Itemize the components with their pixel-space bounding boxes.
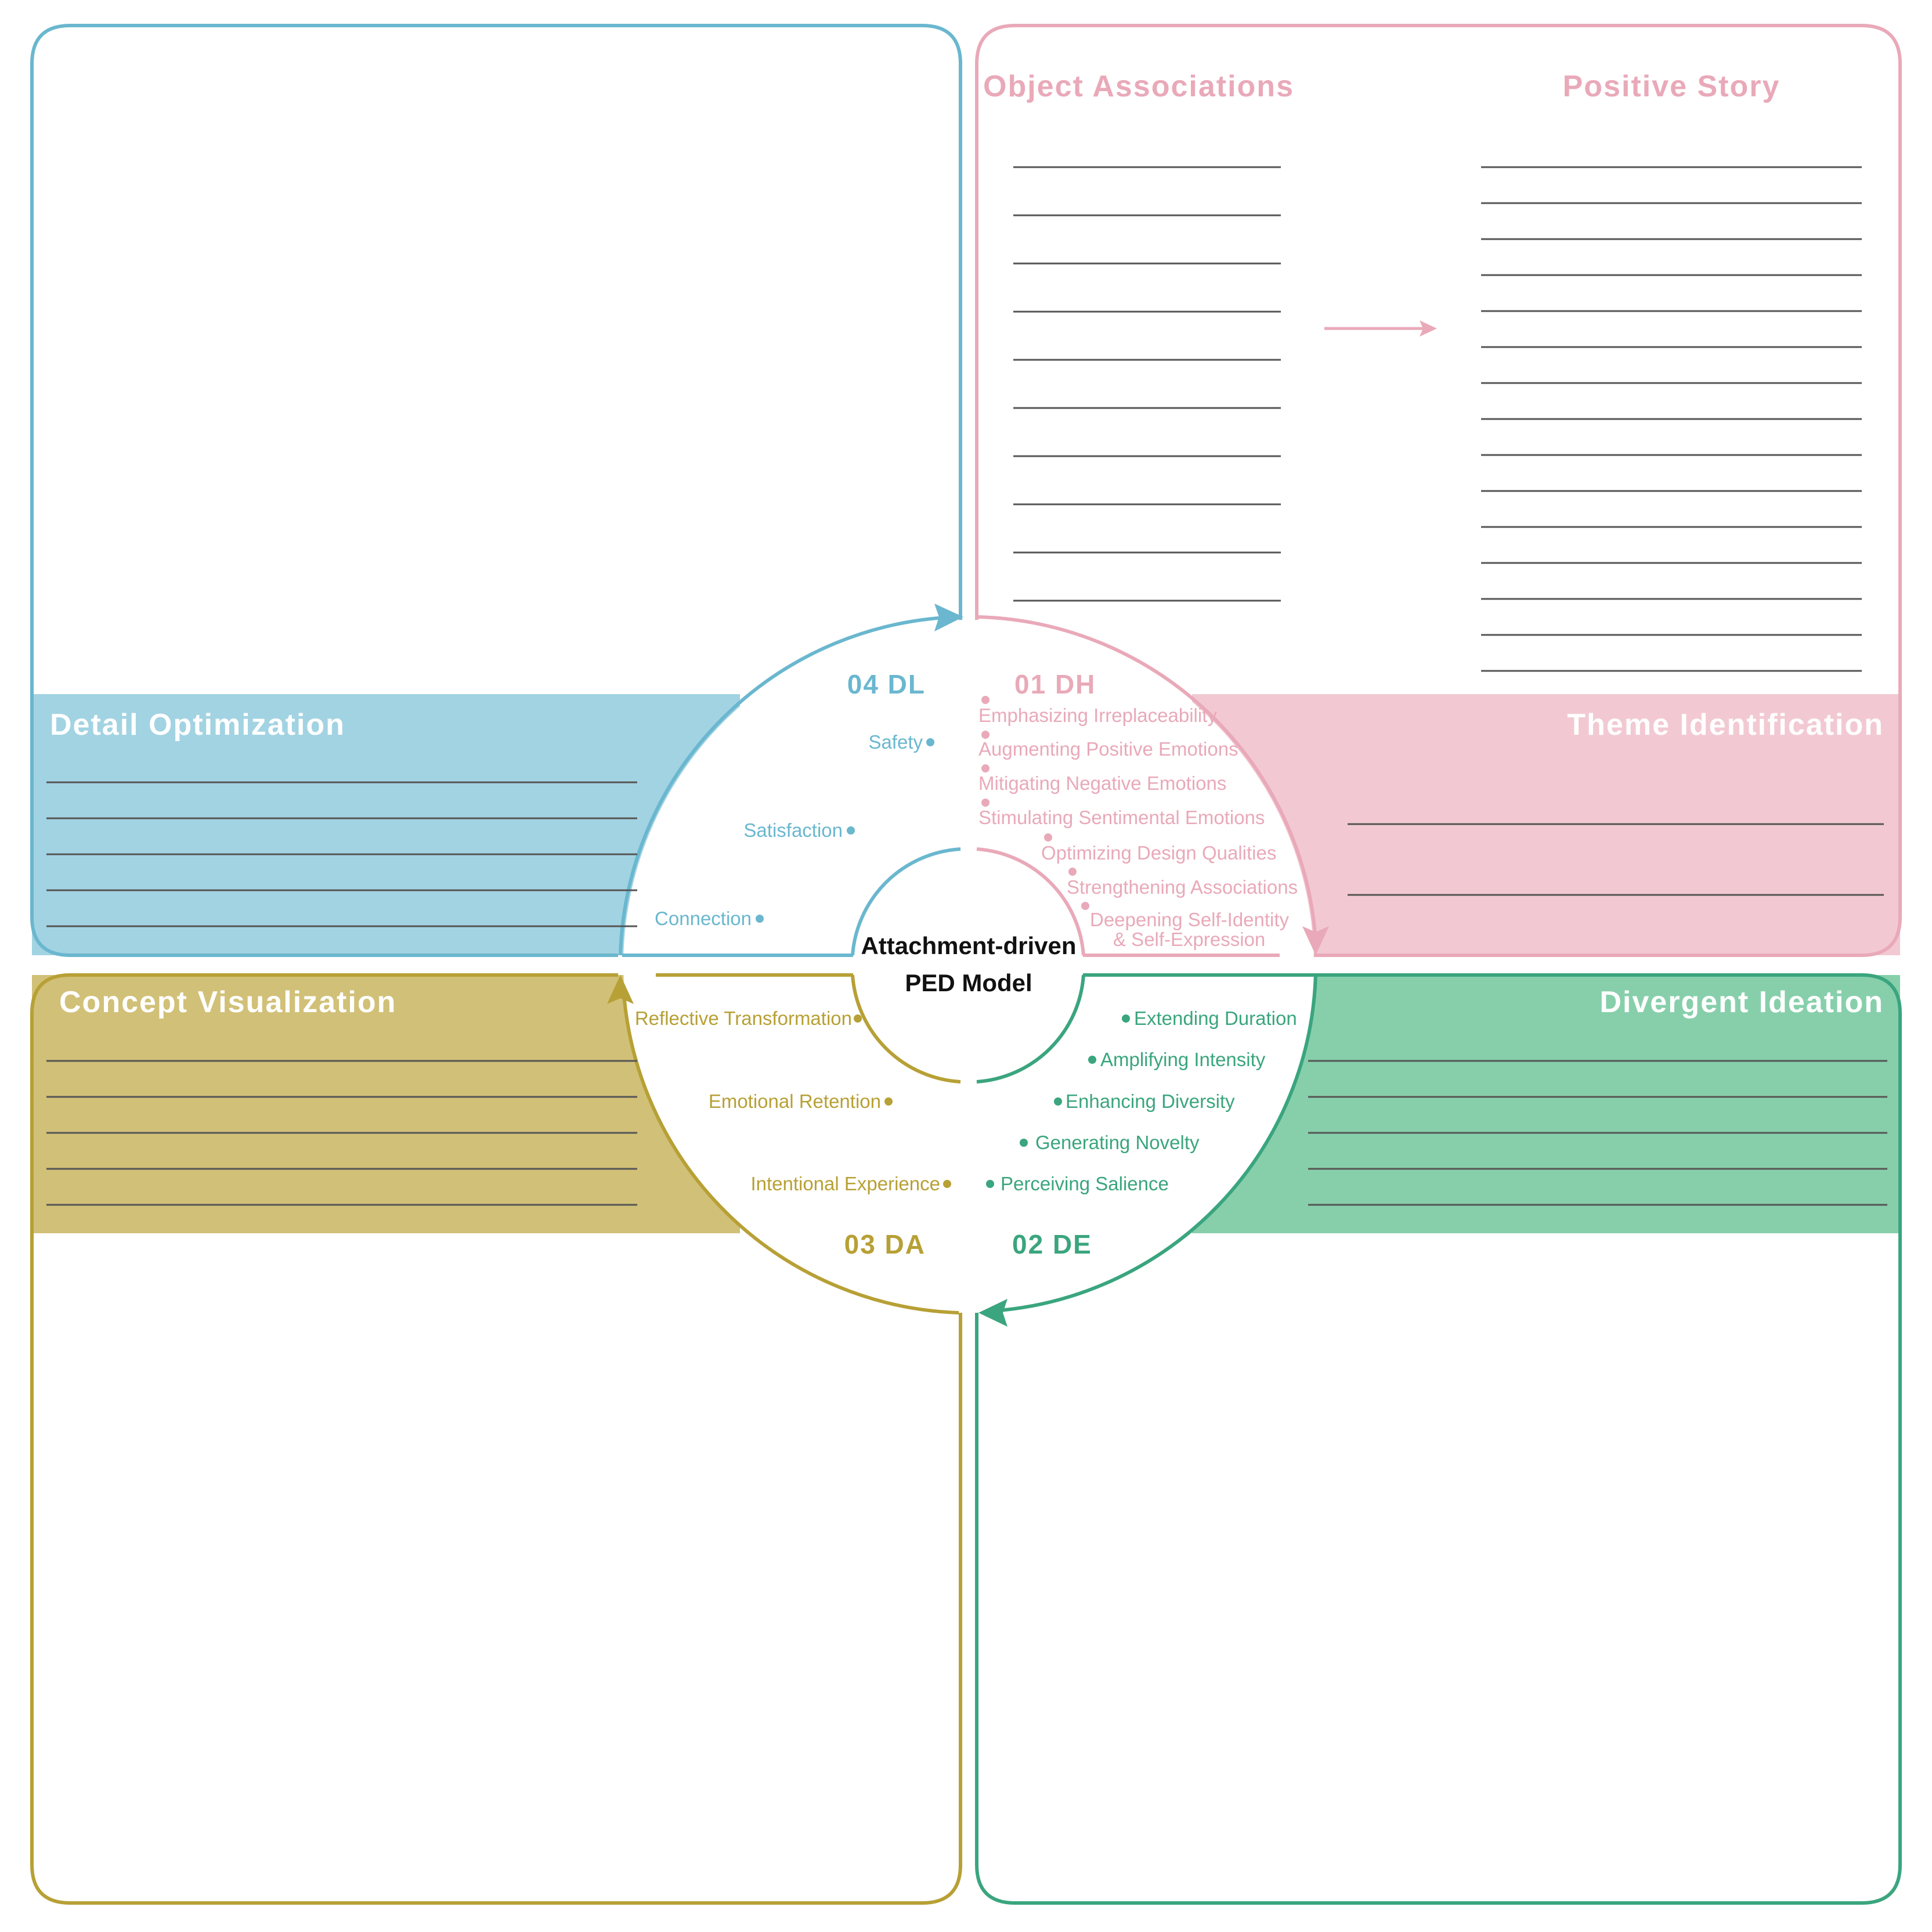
arc-dh [978, 615, 1317, 941]
stage-code-de: 02 DE [1012, 1229, 1092, 1259]
dl-item-connection: Connection [655, 908, 764, 929]
bullet-dot [884, 1097, 893, 1106]
bullet-dot [1044, 833, 1052, 842]
dl-item-label: Connection [655, 908, 752, 929]
detail-optimization-band [32, 694, 740, 955]
detail-optimization-lines [46, 781, 637, 927]
bullet-dot [854, 1014, 862, 1023]
dh-items: Emphasizing Irreplaceability Augmenting … [978, 696, 1298, 950]
gold-frame [30, 973, 962, 1905]
bullet-dot [1020, 1139, 1028, 1147]
de-item-amplifying-intensity: Amplifying Intensity [1088, 1049, 1266, 1070]
arrowhead-dl [934, 604, 963, 631]
de-item-label: Amplifying Intensity [1100, 1049, 1266, 1070]
outer-ring-backing [623, 620, 1314, 1310]
divergent-ideation-lines [1308, 1060, 1887, 1206]
concept-visualization-band [32, 975, 740, 1233]
positive-story-title: Positive Story [1563, 70, 1781, 103]
green-frame [975, 973, 1902, 1905]
bullet-dot [1054, 1097, 1062, 1106]
concept-visualization-title: Concept Visualization [59, 985, 396, 1019]
detail-optimization-title: Detail Optimization [50, 708, 345, 742]
de-item-label: Enhancing Diversity [1066, 1090, 1235, 1112]
bullet-dot [981, 799, 990, 807]
de-item-label: Extending Duration [1134, 1007, 1297, 1029]
stage-code-dl: 04 DL [847, 669, 926, 699]
bullet-dot [1088, 1056, 1096, 1064]
dl-item-label: Safety [868, 731, 923, 753]
divergent-ideation-title: Divergent Ideation [1599, 985, 1884, 1019]
inner-arc-dl [851, 847, 961, 956]
da-item-label: Emotional Retention [709, 1090, 881, 1112]
stage-code-da: 03 DA [844, 1229, 926, 1259]
bullet-dot [986, 1180, 994, 1188]
bullet-dot [847, 826, 855, 835]
inner-arc-de [976, 974, 1085, 1084]
dh-item-label: Optimizing Design Qualities [1041, 842, 1276, 864]
dh-item-label: Deepening Self-Identity [1090, 909, 1290, 930]
inner-arc-da [851, 974, 961, 1084]
association-to-story-arrowhead [1420, 320, 1437, 337]
blue-frame [30, 24, 962, 957]
da-item-intentional-experience: Intentional Experience [750, 1173, 951, 1194]
da-item-emotional-retention: Emotional Retention [709, 1090, 893, 1112]
dh-item-label: Emphasizing Irreplaceability [978, 705, 1217, 726]
positive-story-lines [1481, 166, 1862, 672]
inner-arc-dh [976, 847, 1085, 956]
arrowhead-dh [1302, 926, 1329, 955]
dh-item-label: Strengthening Associations [1067, 876, 1298, 898]
dh-item-label: Augmenting Positive Emotions [978, 738, 1238, 760]
bullet-dot [981, 764, 990, 772]
object-associations-title: Object Associations [983, 70, 1294, 103]
object-associations-lines [1013, 166, 1281, 602]
arc-dl [619, 615, 959, 956]
theme-identification-title: Theme Identification [1567, 708, 1884, 742]
arrowhead-de [978, 1299, 1007, 1327]
de-item-extending-duration: Extending Duration [1122, 1007, 1297, 1029]
de-item-label: Perceiving Salience [1001, 1173, 1169, 1194]
bullet-dot [1081, 902, 1089, 910]
da-item-label: Intentional Experience [750, 1173, 940, 1194]
dh-item-label: Mitigating Negative Emotions [978, 772, 1226, 794]
dl-item-safety: Safety [868, 731, 934, 753]
bullet-dot [1122, 1014, 1130, 1023]
stage-code-dh: 01 DH [1014, 669, 1096, 699]
de-item-perceiving-salience: Perceiving Salience [986, 1173, 1169, 1194]
pink-frame [975, 24, 1902, 957]
arc-da [622, 986, 959, 1315]
center-title-line1: Attachment-driven [861, 932, 1076, 959]
bullet-dot [926, 738, 934, 746]
da-item-label: Reflective Transformation [635, 1007, 852, 1029]
bullet-dot [981, 731, 990, 739]
theme-identification-lines [1348, 823, 1884, 896]
bullet-dot [1068, 868, 1077, 876]
bullet-dot [981, 696, 990, 704]
dh-item-label: Stimulating Sentimental Emotions [978, 807, 1265, 828]
center-title-line2: PED Model [905, 969, 1032, 996]
concept-visualization-lines [46, 1060, 637, 1206]
de-item-enhancing-diversity: Enhancing Diversity [1054, 1090, 1235, 1112]
de-item-generating-novelty: Generating Novelty [1020, 1132, 1200, 1153]
arrowhead-da [607, 975, 634, 1004]
dh-item-label: & Self-Expression [1113, 929, 1265, 950]
arc-de [992, 974, 1317, 1313]
dl-item-label: Satisfaction [743, 819, 843, 841]
dl-item-satisfaction: Satisfaction [743, 819, 855, 841]
bullet-dot [943, 1180, 951, 1188]
da-item-reflective-transformation: Reflective Transformation [635, 1007, 862, 1029]
de-item-label: Generating Novelty [1035, 1132, 1200, 1153]
bullet-dot [756, 915, 764, 923]
